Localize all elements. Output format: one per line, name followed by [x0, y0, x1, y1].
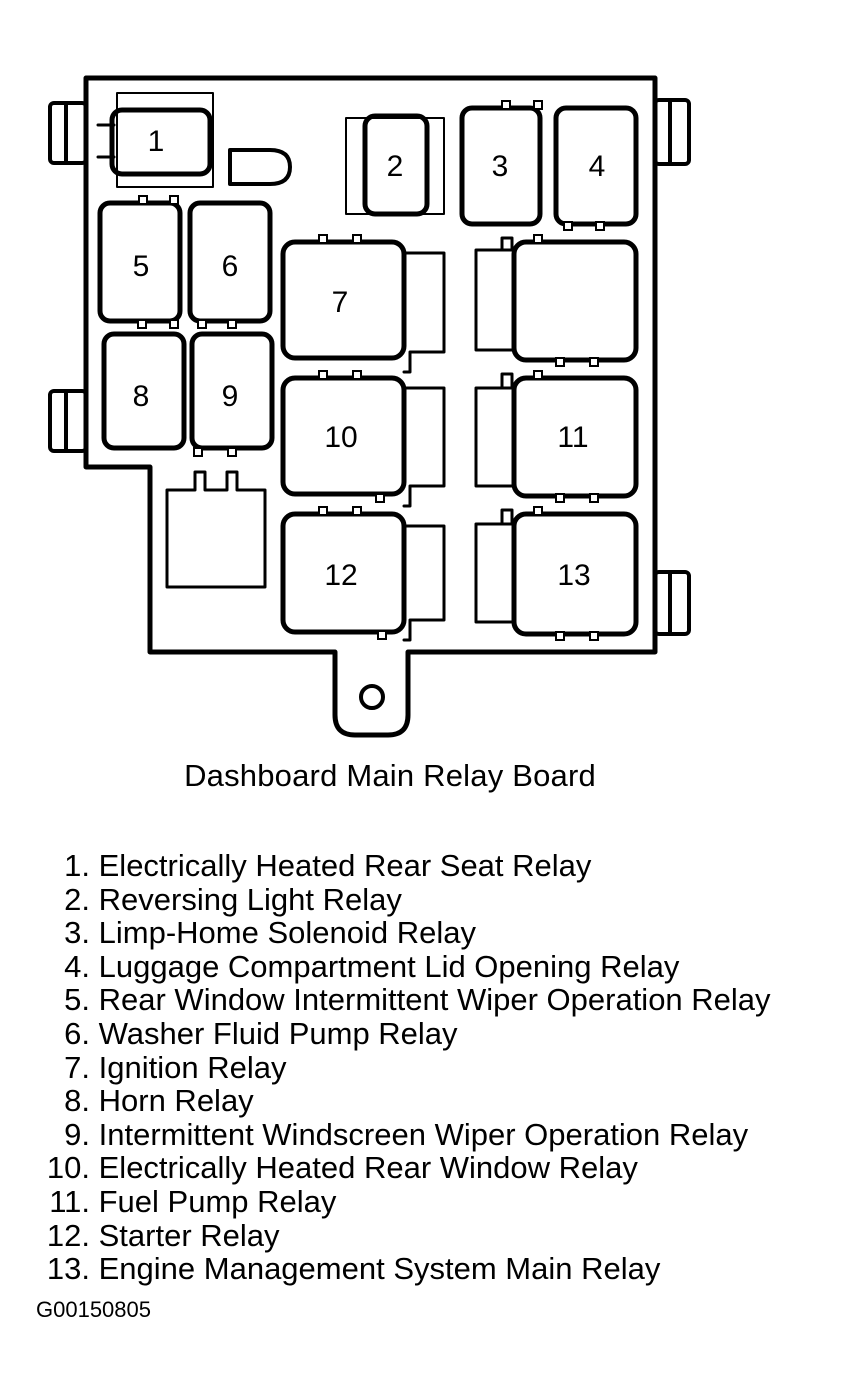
relay-8-body: [101, 331, 187, 451]
empty-relay-side-connector: [474, 236, 516, 352]
relay-label-8: 8: [133, 380, 150, 413]
relay-13-side-connector: [474, 508, 516, 624]
legend-item: 5. Rear Window Intermittent Wiper Operat…: [30, 982, 771, 1018]
legend-text: Electrically Heated Rear Seat Relay: [98, 848, 592, 883]
legend-number: 11.: [49, 1183, 90, 1219]
legend-item: 10. Electrically Heated Rear Window Rela…: [30, 1151, 771, 1185]
legend-number: 7.: [64, 1049, 90, 1085]
relay-11-side-connector: [474, 372, 516, 488]
relay-2-body: [362, 113, 430, 217]
mounting-tab-right-bottom: [653, 570, 691, 636]
mounting-hole: [359, 684, 385, 710]
legend-number: 12.: [46, 1217, 90, 1253]
diagram-title: Dashboard Main Relay Board: [184, 758, 596, 793]
legend-number: 6.: [64, 1015, 90, 1051]
relay-12-body: [280, 511, 407, 635]
relay-label-12: 12: [324, 559, 357, 592]
legend-item: 4. Luggage Compartment Lid Opening Relay: [30, 948, 771, 984]
relay-11-body: [511, 375, 639, 499]
relay-board-diagram: 1 2 3 4 5 6 7 8 9 10 11 12 13: [48, 75, 691, 738]
legend-text: Engine Management System Main Relay: [98, 1251, 661, 1287]
legend-text: Starter Relay: [98, 1217, 280, 1253]
relay-7-body: [280, 239, 407, 361]
legend-item: 11. Fuel Pump Relay: [30, 1185, 771, 1219]
board-outline: [83, 75, 658, 738]
legend-text: Reversing Light Relay: [98, 881, 402, 917]
legend-text: Rear Window Intermittent Wiper Operation…: [98, 982, 771, 1018]
relay-legend: 1. Electrically Heated Rear Seat Relay 2…: [30, 849, 771, 1286]
relay-13-body: [511, 511, 639, 637]
relay-label-4: 4: [589, 150, 606, 183]
mounting-tab-right-top: [653, 98, 691, 166]
legend-text: Fuel Pump Relay: [98, 1183, 337, 1219]
legend-text: Intermittent Windscreen Wiper Operation …: [98, 1116, 749, 1152]
mounting-tab-left-top: [48, 101, 88, 165]
legend-item: 8. Horn Relay: [30, 1084, 771, 1118]
relay-10-side-connector: [402, 386, 446, 508]
relay-10-body: [280, 375, 407, 497]
legend-item: 2. Reversing Light Relay: [30, 881, 771, 917]
legend-item: 13. Engine Management System Main Relay: [30, 1252, 771, 1286]
relay-label-3: 3: [492, 150, 509, 183]
relay-label-13: 13: [557, 559, 590, 592]
relay-label-5: 5: [133, 250, 150, 283]
legend-item: 7. Ignition Relay: [30, 1049, 771, 1085]
legend-item: 9. Intermittent Windscreen Wiper Operati…: [30, 1116, 771, 1152]
relay-label-6: 6: [222, 250, 239, 283]
relay-pins: [137, 100, 605, 641]
legend-text: Ignition Relay: [98, 1049, 287, 1085]
legend-number: 1.: [64, 848, 90, 883]
legend-text: Washer Fluid Pump Relay: [98, 1015, 458, 1051]
legend-item: 6. Washer Fluid Pump Relay: [30, 1017, 771, 1051]
connector-slot: [228, 148, 292, 186]
mounting-tab-left-bottom: [48, 389, 88, 453]
legend-number: 4.: [64, 948, 90, 984]
relay-label-7: 7: [332, 286, 349, 319]
legend-text: Electrically Heated Rear Window Relay: [98, 1150, 638, 1186]
figure-code: G00150805: [36, 1297, 151, 1322]
legend-number: 8.: [64, 1083, 90, 1119]
empty-socket-left: [165, 470, 267, 589]
legend-item: 1. Electrically Heated Rear Seat Relay: [30, 849, 771, 883]
legend-text: Horn Relay: [98, 1083, 254, 1119]
legend-number: 9.: [64, 1116, 90, 1152]
legend-number: 13.: [46, 1251, 90, 1287]
relay-label-9: 9: [222, 380, 239, 413]
legend-number: 10.: [46, 1150, 90, 1186]
relay-1-body: [109, 107, 213, 177]
legend-text: Limp-Home Solenoid Relay: [98, 915, 476, 951]
relay-12-side-connector: [402, 524, 446, 642]
relay-7-side-connector: [402, 251, 446, 374]
legend-number: 3.: [64, 915, 90, 951]
legend-number: 2.: [64, 881, 90, 917]
legend-number: 5.: [64, 982, 90, 1018]
legend-item: 12. Starter Relay: [30, 1217, 771, 1253]
legend-item: 3. Limp-Home Solenoid Relay: [30, 916, 771, 950]
relay-label-10: 10: [324, 421, 357, 454]
legend-text: Luggage Compartment Lid Opening Relay: [98, 948, 680, 984]
empty-relay-body: [511, 239, 639, 363]
relay-label-2: 2: [387, 150, 404, 183]
relay-1-housing: [116, 92, 214, 188]
relay-label-11: 11: [557, 421, 588, 454]
relay-label-1: 1: [148, 125, 165, 158]
